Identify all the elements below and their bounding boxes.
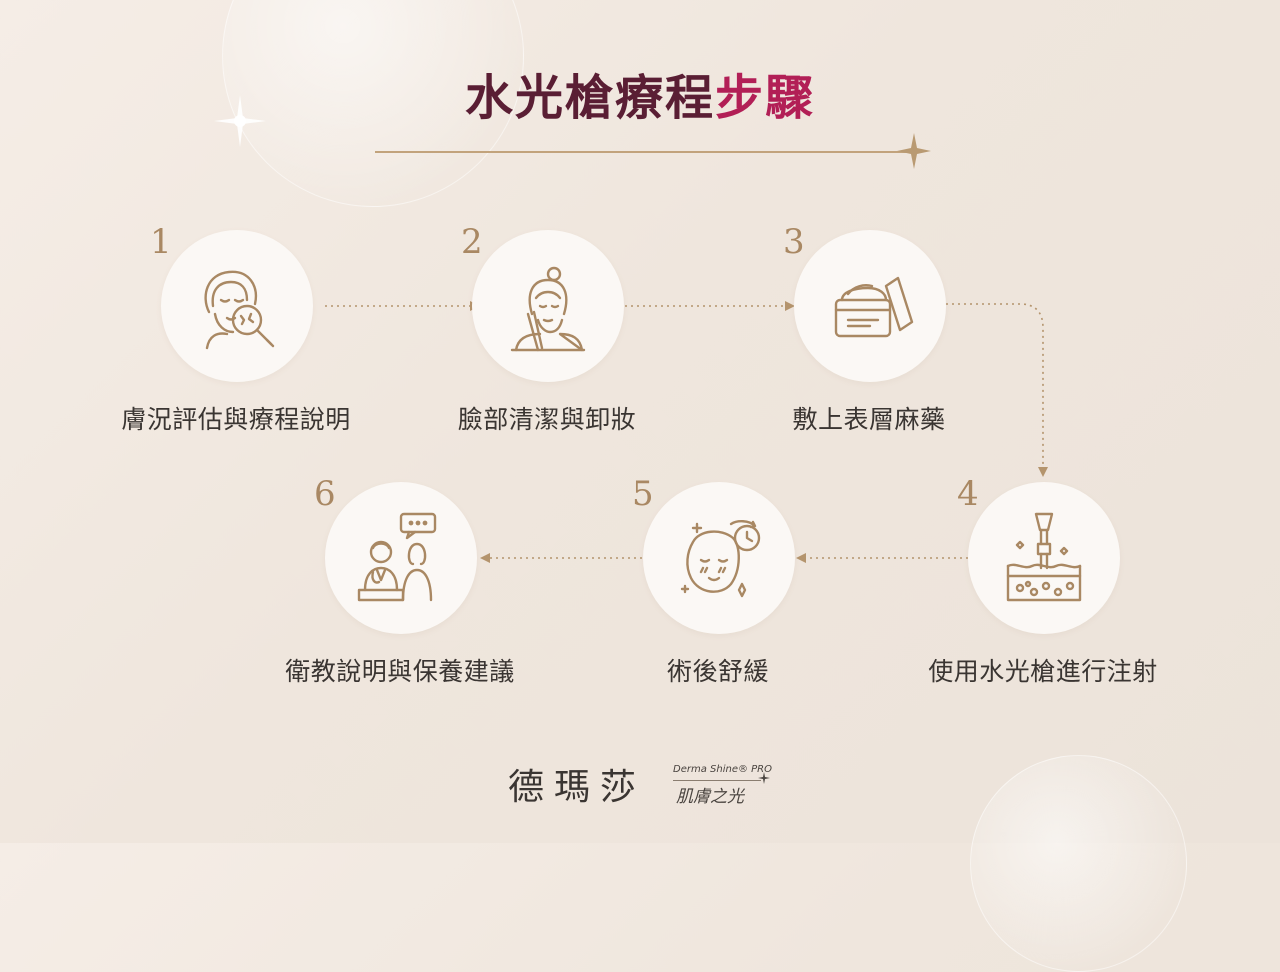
step-6: 6 衛教說明與保養建議 (250, 474, 550, 742)
brand-sub: Derma Shine® PRO (673, 764, 772, 775)
step-1-label: 膚況評估與療程說明 (121, 405, 351, 434)
step-4: 4 使用水光槍進行注射 (893, 474, 1193, 742)
step-3-label: 敷上表層麻藥 (792, 405, 946, 434)
title-main: 水光槍療程 (464, 70, 715, 126)
doctor-consultation-icon (357, 512, 437, 602)
title-accent: 步驟 (715, 70, 816, 126)
step-4-label: 使用水光槍進行注射 (928, 657, 1158, 686)
skin-injection-icon (1006, 512, 1082, 602)
step-1-number: 1 (150, 222, 172, 262)
brand-divider (673, 780, 761, 781)
cream-jar-icon (834, 276, 914, 338)
step-2-number: 2 (461, 222, 483, 262)
star-icon (897, 133, 931, 169)
step-2-circle (472, 230, 624, 382)
step-3-circle (794, 230, 946, 382)
step-6-circle (325, 482, 477, 634)
step-6-label: 衛教說明與保養建議 (285, 657, 515, 686)
step-4-number: 4 (957, 474, 979, 514)
step-5-circle (643, 482, 795, 634)
brand-star-icon (758, 772, 770, 784)
step-3-number: 3 (783, 222, 805, 262)
step-5: 5 術後舒緩 (568, 474, 868, 742)
step-1: 1 膚況評估與療程說明 (86, 222, 386, 490)
step-6-number: 6 (314, 474, 336, 514)
title-divider (375, 151, 910, 153)
brand-tagline: 肌膚之光 (676, 787, 744, 807)
soothing-face-icon (680, 520, 761, 598)
step-4-circle (968, 482, 1120, 634)
step-1-circle (161, 230, 313, 382)
sparkle-icon (214, 95, 266, 147)
face-cleansing-icon (510, 266, 586, 352)
page-title: 水光槍療程步驟 (0, 58, 1280, 128)
brand-name: 德瑪莎 (508, 767, 647, 808)
face-magnifier-icon (204, 270, 275, 350)
step-3: 3 敷上表層麻藥 (719, 222, 1019, 490)
step-2-label: 臉部清潔與卸妝 (457, 405, 637, 434)
step-5-number: 5 (632, 474, 654, 514)
step-5-label: 術後舒緩 (666, 657, 769, 686)
step-2: 2 臉部清潔與卸妝 (397, 222, 697, 490)
